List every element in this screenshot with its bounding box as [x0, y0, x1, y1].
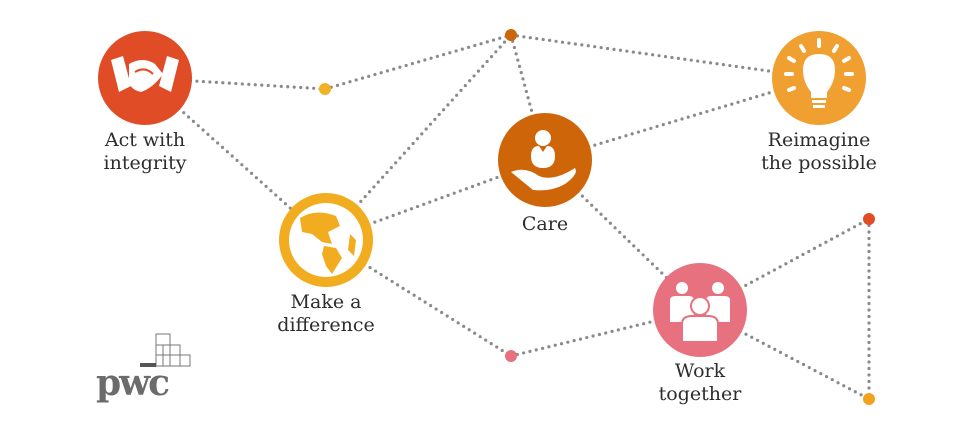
junction-dot — [505, 350, 517, 362]
connector-line — [324, 238, 513, 358]
junction-dot — [863, 393, 875, 405]
people-group-icon — [670, 282, 730, 343]
value-node-globe — [279, 193, 373, 287]
label-care: Care — [521, 213, 569, 235]
pwc-logo-mark — [140, 333, 191, 367]
handshake-icon — [111, 56, 179, 92]
globe-icon — [289, 203, 363, 277]
connector-line — [509, 33, 547, 162]
junction-dots — [319, 29, 875, 405]
connector-lines — [143, 33, 871, 401]
connector-line — [509, 33, 821, 80]
value-node-work — [653, 263, 747, 357]
lightbulb-icon — [784, 38, 854, 108]
value-node-care — [498, 113, 592, 207]
connector-line — [143, 76, 327, 91]
junction-dot — [863, 213, 875, 225]
pwc-logo: pwc — [96, 362, 170, 404]
junction-dot — [319, 83, 331, 95]
caring-hand-icon — [511, 130, 576, 191]
connector-line — [323, 33, 513, 91]
connector-line — [543, 76, 821, 162]
value-node-act — [98, 31, 192, 125]
value-node-bulb — [772, 31, 866, 125]
junction-dot — [505, 29, 517, 41]
